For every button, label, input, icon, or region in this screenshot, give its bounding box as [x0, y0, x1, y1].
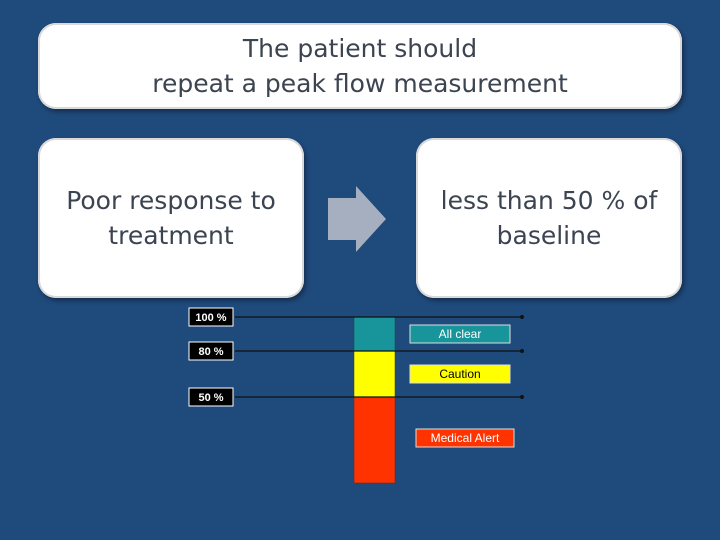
level-label-0: 100 %: [195, 312, 226, 324]
zone-label-0: All clear: [439, 327, 482, 341]
zone-label-box-0: [409, 324, 511, 344]
level-label-2: 50 %: [198, 392, 223, 404]
zone-bar-2: [353, 396, 396, 484]
condition-box: Poor response to treatment: [38, 138, 304, 298]
zone-label-box-1: [409, 364, 511, 384]
zone-bar-1: [353, 350, 396, 398]
result-text: less than 50 % of baseline: [440, 186, 658, 250]
level-label-1: 80 %: [198, 346, 223, 358]
level-label-box-0: [188, 307, 234, 327]
zone-label-1: Caution: [439, 367, 480, 381]
zone-bar-0: [353, 316, 396, 352]
condition-text: Poor response to treatment: [66, 186, 276, 250]
title-text: The patient should repeat a peak flow me…: [152, 34, 568, 98]
level-line-end-2: [520, 395, 524, 399]
title-box: The patient should repeat a peak flow me…: [38, 23, 682, 109]
zone-label-2: Medical Alert: [431, 431, 500, 445]
zone-label-box-2: [415, 428, 515, 448]
level-line-end-0: [520, 315, 524, 319]
result-box: less than 50 % of baseline: [416, 138, 682, 298]
level-label-box-2: [188, 387, 234, 407]
right-arrow-icon: [328, 186, 386, 252]
level-line-end-1: [520, 349, 524, 353]
level-label-box-1: [188, 341, 234, 361]
